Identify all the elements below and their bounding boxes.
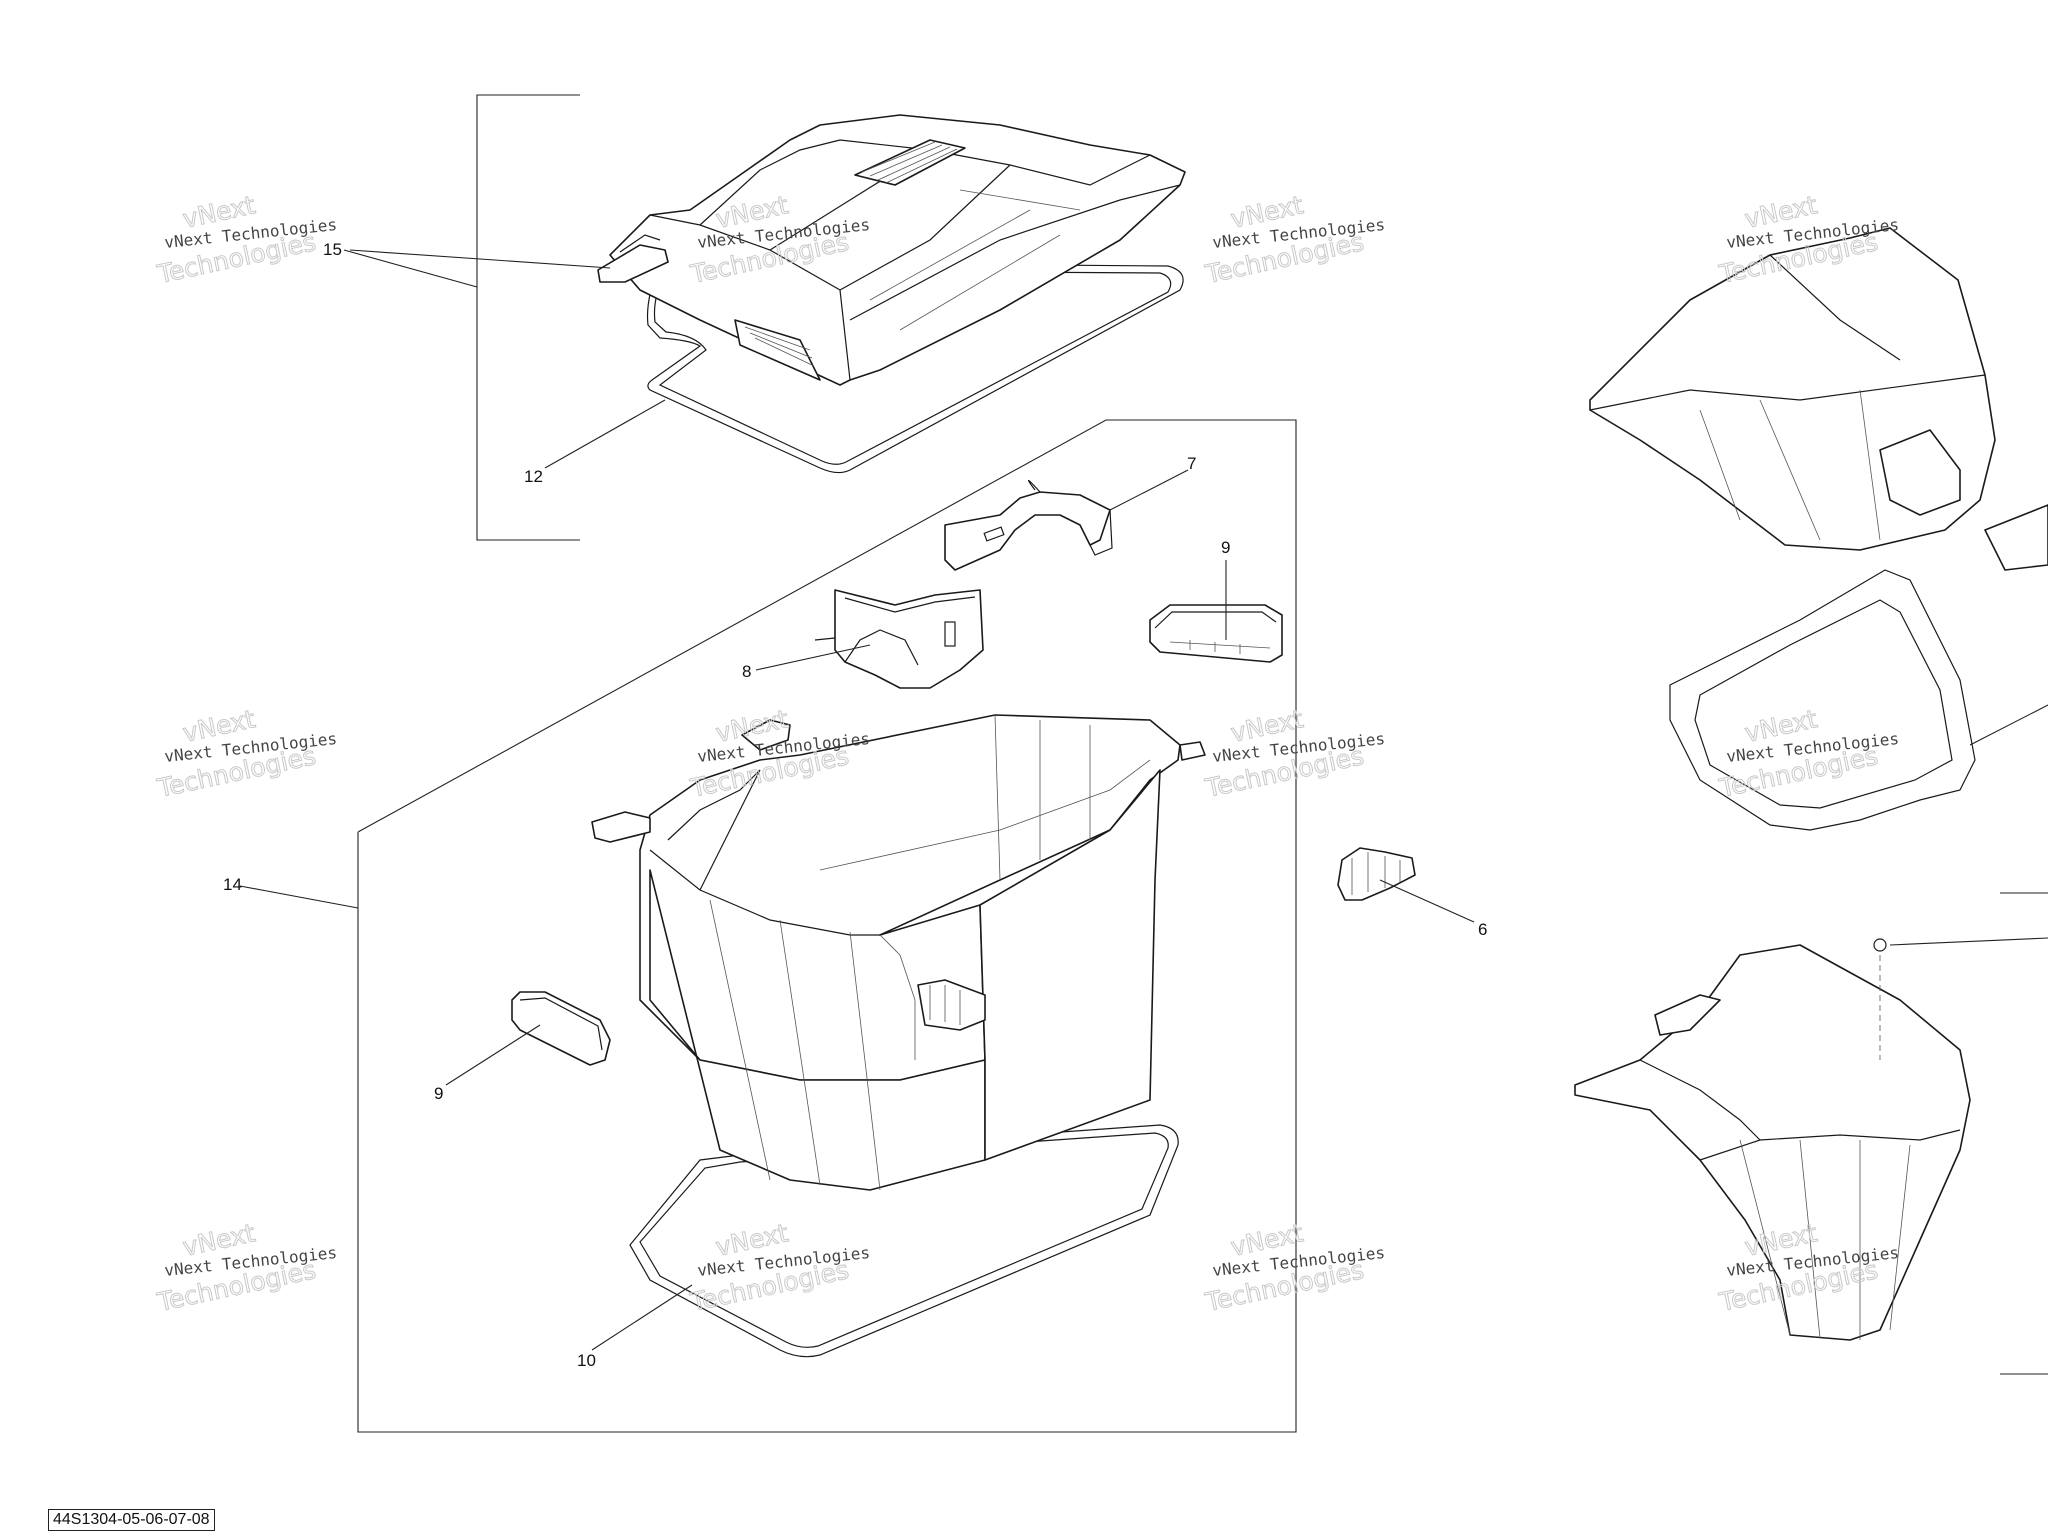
handle-insert-bottom-part-9	[445, 991, 611, 1086]
strap-part-7	[944, 469, 1189, 571]
box-group-bracket	[239, 419, 1297, 1433]
callout-12: 12	[524, 467, 543, 486]
lid-gasket-part-12	[544, 261, 1184, 474]
storage-box-part-14	[591, 714, 1206, 1358]
right-box-partial	[1574, 937, 2048, 1341]
callout-8: 8	[742, 662, 751, 681]
callout-6: 6	[1478, 920, 1487, 939]
right-partial-brackets	[2000, 892, 2048, 1375]
right-gasket-partial	[1669, 569, 2048, 831]
callout-9-top: 9	[1221, 538, 1230, 557]
right-lid-partial	[1589, 227, 2048, 571]
callout-10: 10	[577, 1351, 596, 1370]
diagram-reference-code: 44S1304-05-06-07-08	[48, 1509, 215, 1531]
handle-insert-top-part-9	[1149, 560, 1283, 663]
lid-group-bracket	[343, 94, 580, 541]
callout-9-bottom: 9	[434, 1084, 443, 1103]
hinge-bracket-part-8	[755, 589, 984, 689]
callout-7: 7	[1187, 454, 1196, 473]
callout-14: 14	[223, 875, 242, 894]
callout-15: 15	[323, 240, 342, 259]
lid-part-15	[349, 114, 1186, 386]
latch-part-6	[1337, 847, 1475, 923]
